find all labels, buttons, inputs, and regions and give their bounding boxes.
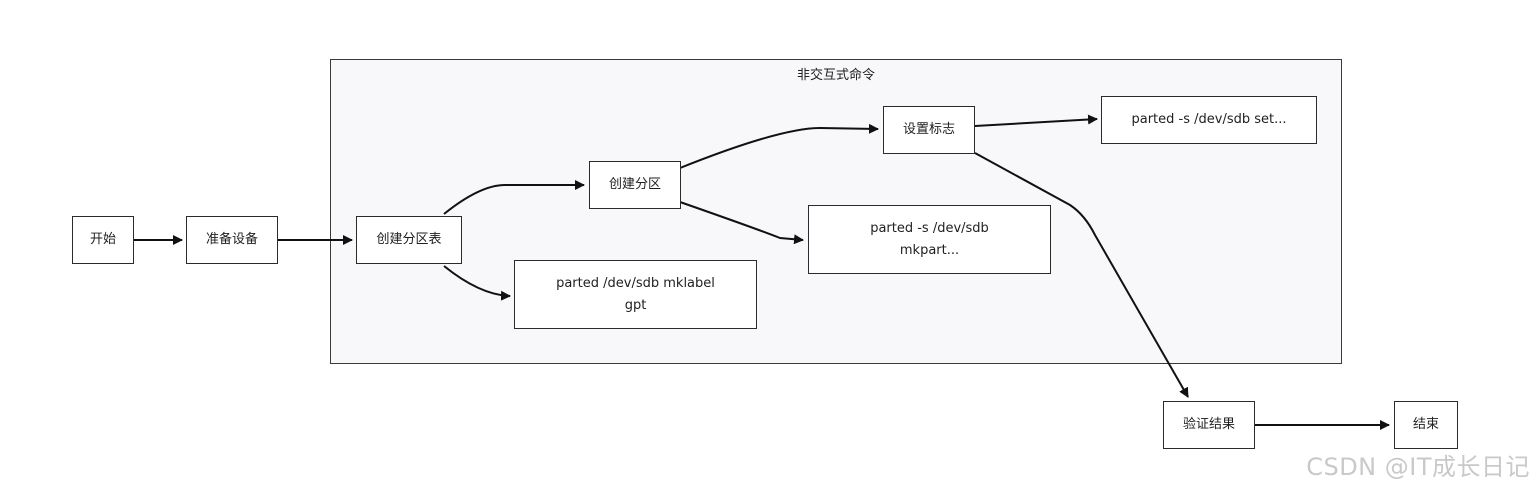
edge-create-table-mklabel bbox=[443, 265, 511, 301]
edge-create-table-create-partition bbox=[443, 180, 585, 215]
node-set-flag[interactable]: 设置标志 bbox=[883, 106, 975, 154]
node-cmd-set[interactable]: parted -s /dev/sdb set... bbox=[1101, 96, 1317, 144]
edge-set-flag-cmd-set bbox=[974, 114, 1098, 127]
watermark: CSDN @IT成长日记 bbox=[1306, 453, 1530, 481]
node-create-partition[interactable]: 创建分区 bbox=[589, 161, 681, 209]
edge-set-flag-verify bbox=[974, 152, 1189, 398]
node-cmd-mklabel[interactable]: parted /dev/sdb mklabel gpt bbox=[514, 260, 757, 329]
edge-create-partition-mkpart bbox=[679, 201, 804, 245]
node-prepare-device[interactable]: 准备设备 bbox=[186, 216, 278, 264]
edge-create-partition-set-flag bbox=[679, 123, 879, 169]
node-start[interactable]: 开始 bbox=[72, 216, 134, 264]
node-cmd-mkpart[interactable]: parted -s /dev/sdb mkpart... bbox=[808, 205, 1051, 274]
node-create-partition-table[interactable]: 创建分区表 bbox=[356, 216, 462, 264]
node-verify-result[interactable]: 验证结果 bbox=[1163, 401, 1255, 449]
node-end[interactable]: 结束 bbox=[1394, 401, 1458, 449]
group-title: 非交互式命令 bbox=[796, 68, 875, 83]
